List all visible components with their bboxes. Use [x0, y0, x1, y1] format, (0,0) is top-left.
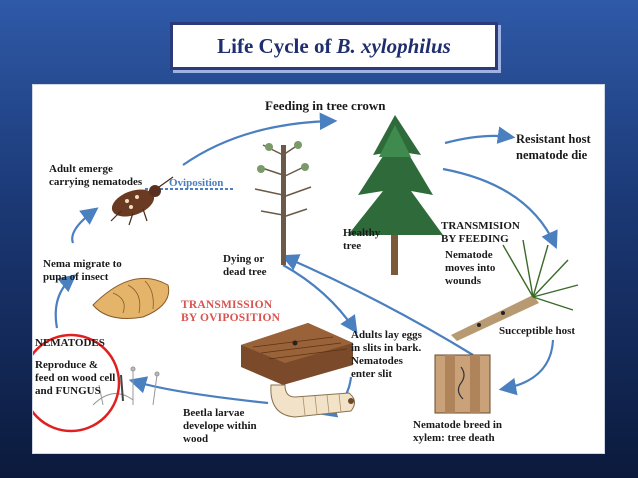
- arrow-to-dying: [280, 254, 474, 356]
- bark-image: [241, 323, 353, 385]
- susceptible-host-image: [451, 239, 579, 341]
- arrow-to-susceptible: [442, 167, 558, 250]
- cycle-arrows: [54, 112, 558, 418]
- arrow-to-pupa: [54, 274, 77, 329]
- label-nematodes-heading: NEMATODES: [35, 337, 105, 349]
- arrow-to-nematodes: [128, 376, 269, 405]
- label-susceptible-host: Succeptible host: [499, 325, 576, 337]
- label-oviposition: Oviposition: [169, 177, 224, 189]
- label-feeding-crown: Feeding in tree crown: [265, 98, 386, 113]
- arrow-to-crown: [182, 112, 338, 166]
- slide-title-species: B. xylophilus: [336, 33, 451, 58]
- larva-image: [270, 384, 355, 418]
- arrow-to-eggs: [282, 264, 358, 334]
- diagram-artwork: [33, 112, 579, 433]
- arrow-to-xylem: [498, 339, 555, 396]
- pupa-image: [92, 277, 170, 319]
- healthy-tree: [348, 115, 443, 275]
- fungus-image: [92, 366, 160, 406]
- beetle-image: [110, 176, 174, 226]
- arrow-to-resistant: [444, 126, 516, 145]
- highlight-circle: [33, 333, 121, 433]
- dying-tree: [254, 141, 312, 265]
- arrow-to-adult: [71, 207, 99, 244]
- xylem-image: [434, 354, 491, 414]
- slide-title-prefix: Life Cycle of: [217, 33, 332, 58]
